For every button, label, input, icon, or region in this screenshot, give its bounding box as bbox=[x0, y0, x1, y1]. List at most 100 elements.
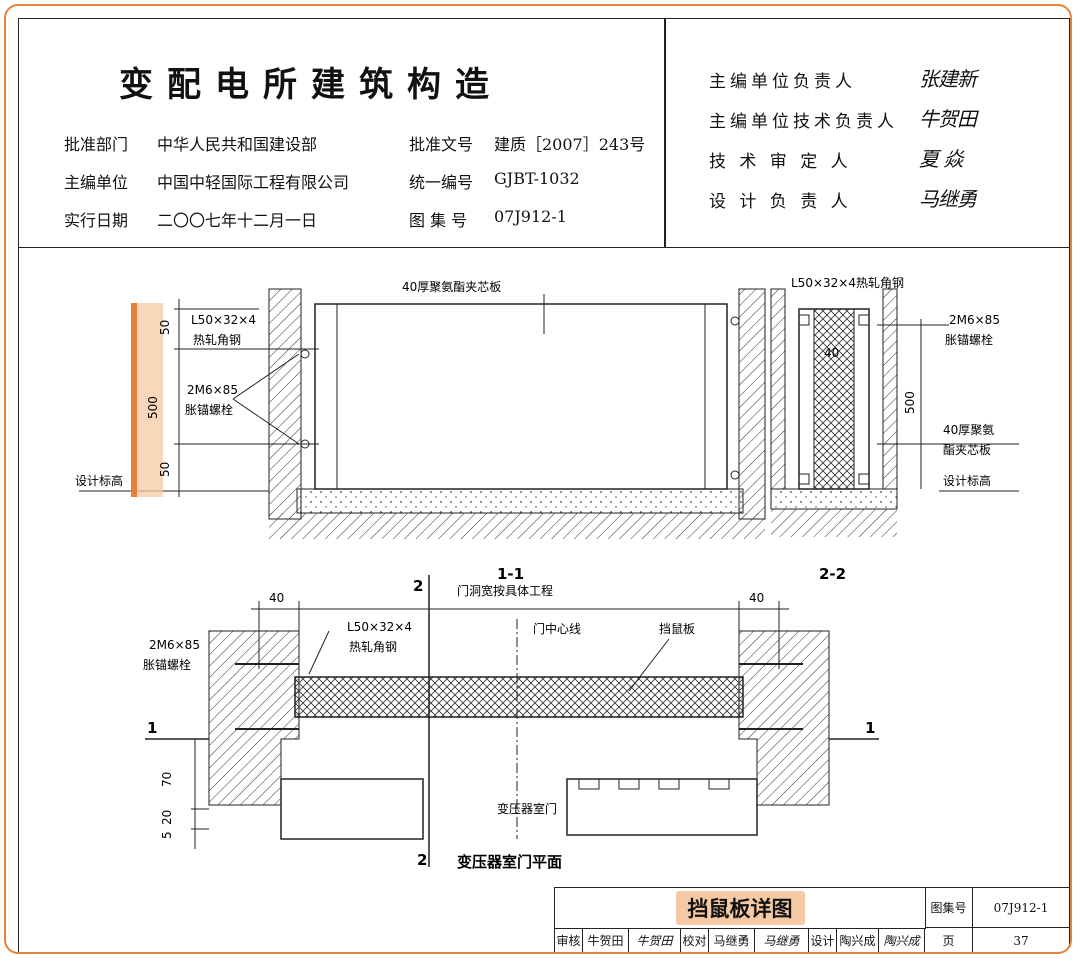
effective-date: 二〇〇七年十二月一日 bbox=[157, 211, 318, 230]
rat-board-label: 挡鼠板 bbox=[659, 622, 695, 636]
atlas-number: 07J912-1 bbox=[973, 888, 1070, 928]
approve-doc: 建质［2007］243号 bbox=[494, 135, 646, 154]
bolt-icon bbox=[730, 316, 740, 326]
section-caption: 2-2 bbox=[819, 565, 846, 583]
editor-unit-label: 主编单位 bbox=[64, 173, 129, 192]
hinge-icon bbox=[708, 778, 730, 790]
section-mark-1-left: 1 bbox=[147, 719, 157, 737]
panel-label: 40厚聚氨酯夹芯板 bbox=[402, 280, 501, 294]
checker-name: 马继勇 bbox=[709, 928, 755, 952]
role-label: 技 术 审 定 人 bbox=[709, 152, 852, 172]
hinge-icon bbox=[578, 778, 600, 790]
angle-spec: L50×32×4 bbox=[191, 313, 256, 327]
wall-left bbox=[770, 288, 786, 490]
bolt-icon bbox=[730, 470, 740, 480]
dim-40: 40 bbox=[824, 346, 839, 360]
highlight-bar bbox=[131, 303, 137, 497]
plan-caption: 变压器室门平面 bbox=[457, 853, 562, 871]
dim-40-left: 40 bbox=[269, 591, 284, 605]
reviewer-name: 牛贺田 bbox=[583, 928, 629, 952]
left-wall bbox=[268, 288, 302, 520]
wall-right bbox=[882, 288, 898, 490]
concrete-floor bbox=[770, 488, 898, 510]
atlas-label: 图集号 bbox=[925, 888, 973, 928]
title-block: 挡鼠板详图 图集号 07J912-1 审核 牛贺田 牛贺田 校对 马继勇 马继勇… bbox=[554, 887, 1070, 952]
datum-label: 设计标高 bbox=[943, 473, 991, 488]
bolt-spec: 2M6×85 bbox=[949, 313, 1000, 327]
bolt-spec: 2M6×85 bbox=[187, 383, 238, 397]
plan-view: 2 门洞宽按具体工程 40 40 2M6×85 胀锚螺栓 L50×32×4 热轧… bbox=[143, 575, 879, 871]
leader-line bbox=[232, 398, 300, 445]
dim-20: 20 bbox=[160, 810, 174, 825]
sandwich-panel bbox=[813, 308, 855, 490]
angle-desc: 热轧角钢 bbox=[193, 333, 241, 347]
approve-doc-label: 批准文号 bbox=[409, 135, 474, 154]
editor-unit: 中国中轻国际工程有限公司 bbox=[157, 173, 350, 192]
hinge-icon bbox=[618, 778, 640, 790]
designer-name: 陶兴成 bbox=[837, 928, 879, 952]
leader-line bbox=[308, 630, 330, 675]
rat-board bbox=[294, 676, 744, 718]
document-frame: 变配电所建筑构造 批准部门 中华人民共和国建设部 主编单位 中国中轻国际工程有限… bbox=[4, 4, 1072, 954]
drawing-title: 挡鼠板详图 bbox=[555, 888, 926, 929]
dim-500: 500 bbox=[146, 396, 160, 419]
reviewer-signature: 牛贺田 bbox=[629, 928, 681, 952]
opening-width: 门洞宽按具体工程 bbox=[457, 583, 553, 598]
bolt-icon bbox=[300, 349, 310, 359]
unified-no-label: 统一编号 bbox=[409, 173, 474, 192]
dim-5: 5 bbox=[160, 831, 174, 839]
center-line-label: 门中心线 bbox=[533, 621, 581, 636]
role-signature: 马继勇 bbox=[919, 187, 977, 211]
dim-40-right: 40 bbox=[749, 591, 764, 605]
approve-dept-label: 批准部门 bbox=[64, 135, 129, 154]
drawing-sheet: 变配电所建筑构造 批准部门 中华人民共和国建设部 主编单位 中国中轻国际工程有限… bbox=[18, 18, 1070, 952]
dim-50-bottom: 50 bbox=[158, 462, 172, 477]
drawing-title-text: 挡鼠板详图 bbox=[675, 891, 805, 925]
door-leaf bbox=[280, 778, 424, 840]
atlas-no-label: 图 集 号 bbox=[409, 211, 468, 230]
role-label: 设 计 负 责 人 bbox=[709, 192, 852, 212]
ground-hatch bbox=[771, 509, 897, 537]
bolt-icon bbox=[798, 473, 810, 485]
approve-dept: 中华人民共和国建设部 bbox=[157, 135, 318, 154]
role-signature: 张建新 bbox=[919, 67, 977, 91]
review-label: 审核 bbox=[555, 928, 583, 952]
designer-signature: 陶兴成 bbox=[879, 928, 925, 952]
dim-50-top: 50 bbox=[158, 320, 172, 335]
section-caption: 1-1 bbox=[497, 565, 524, 583]
design-label: 设计 bbox=[809, 928, 837, 952]
atlas-no: 07J912-1 bbox=[494, 207, 567, 226]
role-label: 主编单位技术负责人 bbox=[709, 112, 898, 132]
angle-desc: 热轧角钢 bbox=[349, 640, 397, 654]
panel-label-1: 40厚聚氨 bbox=[943, 423, 994, 437]
hinge-icon bbox=[658, 778, 680, 790]
dim-500: 500 bbox=[903, 391, 917, 414]
leader-line bbox=[628, 638, 670, 692]
bolt-icon bbox=[858, 314, 870, 326]
bolt-desc: 胀锚螺栓 bbox=[945, 332, 993, 347]
angle-label: L50×32×4热轧角钢 bbox=[791, 276, 904, 290]
bolt-desc: 胀锚螺栓 bbox=[143, 657, 191, 672]
section-mark-1-right: 1 bbox=[865, 719, 875, 737]
bolt-spec: 2M6×85 bbox=[149, 638, 200, 652]
role-label: 主编单位负责人 bbox=[709, 72, 856, 92]
role-signature: 牛贺田 bbox=[919, 107, 977, 131]
dim-70: 70 bbox=[160, 772, 174, 787]
ground-hatch bbox=[269, 513, 765, 539]
datum-label: 设计标高 bbox=[75, 473, 123, 488]
concrete-floor bbox=[296, 488, 744, 514]
angle-spec: L50×32×4 bbox=[347, 620, 412, 634]
leader-line bbox=[232, 353, 300, 400]
page-label: 页 bbox=[925, 928, 973, 952]
panel-outline bbox=[314, 303, 728, 490]
bolt-icon bbox=[858, 473, 870, 485]
bolt-desc: 胀锚螺栓 bbox=[185, 402, 233, 417]
right-wall bbox=[738, 288, 766, 520]
section-mark-2-top: 2 bbox=[413, 577, 423, 595]
section-2-2: L50×32×4热轧角钢 40 2M6×85 胀锚螺栓 500 40厚聚氨 酯夹… bbox=[770, 276, 1019, 583]
atlas-title: 变配电所建筑构造 bbox=[119, 65, 503, 105]
page-number: 37 bbox=[973, 928, 1070, 952]
door-label: 变压器室门 bbox=[497, 801, 557, 816]
checker-signature: 马继勇 bbox=[755, 928, 809, 952]
role-signature: 夏 焱 bbox=[919, 147, 963, 171]
